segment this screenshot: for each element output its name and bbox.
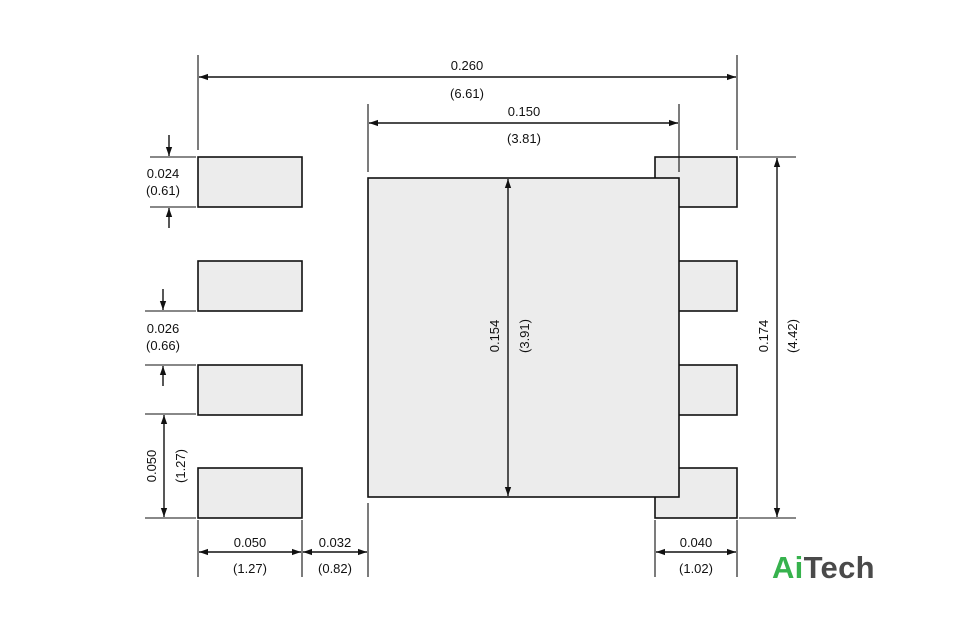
pitch-in: 0.050	[144, 450, 159, 483]
logo-part-tech: Tech	[803, 550, 875, 585]
left-pad-3	[197, 364, 303, 416]
pad-to-body-mm: (0.82)	[318, 561, 352, 576]
pad-length-in: 0.050	[234, 535, 267, 550]
overall-width-mm: (6.61)	[450, 86, 484, 101]
aitech-logo: AiTech	[772, 548, 875, 588]
left-pad-1	[197, 156, 303, 208]
pitch-mm: (1.27)	[173, 449, 188, 483]
body-width-mm: (3.81)	[507, 131, 541, 146]
pad-gap-in: 0.026	[147, 321, 180, 336]
pad-to-body-in: 0.032	[319, 535, 352, 550]
body-width-in: 0.150	[508, 104, 541, 119]
package-body	[367, 177, 680, 498]
logo-part-ai: Ai	[772, 550, 804, 585]
pad-length-mm: (1.27)	[233, 561, 267, 576]
pad-height-mm: (0.61)	[146, 183, 180, 198]
body-height-mm: (3.91)	[517, 319, 532, 353]
pad-gap-mm: (0.66)	[146, 338, 180, 353]
overall-height-mm: (4.42)	[785, 319, 800, 353]
left-pad-2	[197, 260, 303, 312]
right-pad-length-in: 0.040	[680, 535, 713, 550]
left-pad-4	[197, 467, 303, 519]
right-pad-length-mm: (1.02)	[679, 561, 713, 576]
body-height-in: 0.154	[487, 320, 502, 353]
pad-height-in: 0.024	[147, 166, 180, 181]
overall-width-in: 0.260	[451, 58, 484, 73]
overall-height-in: 0.174	[756, 320, 771, 353]
